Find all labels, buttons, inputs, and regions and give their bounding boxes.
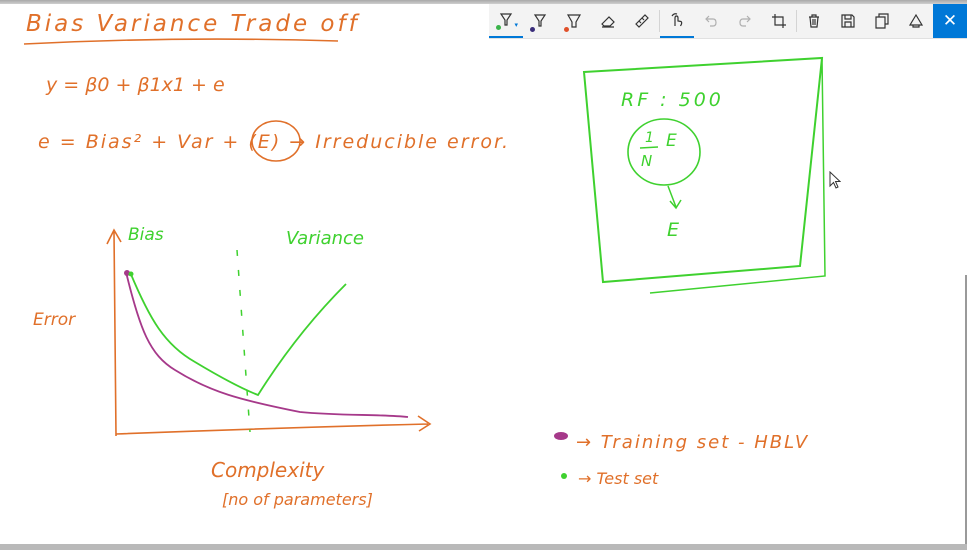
touch-writing-icon xyxy=(671,13,683,27)
eraser-icon xyxy=(601,16,615,28)
training-legend-label: → Training set - HBLV xyxy=(576,432,809,453)
save-button[interactable] xyxy=(831,4,865,38)
undo-button[interactable] xyxy=(694,4,728,38)
share-icon xyxy=(908,13,924,28)
save-icon xyxy=(841,14,855,28)
graph-y-label: Bias xyxy=(128,225,164,245)
result-arrow xyxy=(667,185,682,210)
test-error-curve xyxy=(129,271,347,397)
fraction-bar xyxy=(639,146,659,149)
optimal-complexity-dashed-line xyxy=(236,249,251,433)
undo-icon xyxy=(705,15,717,27)
close-icon: ✕ xyxy=(942,11,958,31)
chevron-down-icon: ▾ xyxy=(514,21,518,29)
title-underline xyxy=(23,38,339,45)
rf-box-shadow xyxy=(649,57,826,294)
window-top-edge xyxy=(0,0,967,4)
rf-box xyxy=(582,56,824,284)
eraser-button[interactable] xyxy=(591,4,625,38)
ruler-icon xyxy=(635,14,649,28)
copy-button[interactable] xyxy=(865,4,899,38)
sum-symbol: E xyxy=(666,131,677,151)
model-equation: y = β0 + β1x1 + e xyxy=(45,74,225,96)
pencil-color-swatch xyxy=(530,27,535,32)
pencil-button[interactable] xyxy=(523,4,557,38)
toolbar-divider xyxy=(659,10,660,32)
graph-variance-label: Variance xyxy=(286,228,364,249)
pen-icon xyxy=(533,14,547,27)
window-bottom-edge xyxy=(0,544,967,550)
graph-y-axis xyxy=(106,228,122,437)
close-button[interactable]: ✕ xyxy=(933,4,967,38)
ballpoint-pen-color-swatch xyxy=(496,25,501,30)
window-right-edge xyxy=(965,275,967,545)
fraction-numerator: 1 xyxy=(645,130,654,146)
training-legend-mark xyxy=(554,432,568,440)
ruler-button[interactable] xyxy=(625,4,659,38)
touch-writing-button[interactable] xyxy=(660,4,694,38)
result-symbol: E xyxy=(667,219,679,241)
graph-x-sublabel: [no of parameters] xyxy=(222,490,373,509)
highlighter-icon xyxy=(566,14,582,28)
redo-button[interactable] xyxy=(728,4,762,38)
ballpoint-pen-button[interactable]: ▾ xyxy=(489,4,523,38)
average-circle xyxy=(627,118,701,186)
training-error-curve xyxy=(125,271,409,418)
graph-error-label: Error xyxy=(33,310,76,330)
crop-icon xyxy=(772,14,786,28)
graph-x-label: Complexity xyxy=(211,458,325,482)
pen-icon xyxy=(499,13,513,26)
share-button[interactable] xyxy=(899,4,933,38)
error-equation: e = Bias² + Var + (E) → Irreducible erro… xyxy=(38,131,510,153)
graph-x-axis xyxy=(115,415,432,435)
notes-title: Bias Variance Trade off xyxy=(26,11,360,37)
test-legend-label: → Test set xyxy=(578,469,659,488)
highlighter-button[interactable] xyxy=(557,4,591,38)
toolbar-divider xyxy=(796,10,797,32)
highlighter-color-swatch xyxy=(564,27,569,32)
redo-icon xyxy=(739,15,751,27)
mouse-cursor-icon xyxy=(829,171,841,189)
irreducible-circle xyxy=(251,120,301,162)
copy-icon xyxy=(875,13,889,29)
ink-toolbar: ▾ xyxy=(489,4,967,39)
crop-button[interactable] xyxy=(762,4,796,38)
test-legend-mark xyxy=(561,473,567,479)
delete-button[interactable] xyxy=(797,4,831,38)
rf-count: RF : 500 xyxy=(621,89,724,111)
trash-icon xyxy=(809,14,819,28)
fraction-denominator: N xyxy=(641,152,652,170)
curve-start-dot-green xyxy=(128,271,134,277)
curve-start-dot-purple xyxy=(124,270,130,276)
